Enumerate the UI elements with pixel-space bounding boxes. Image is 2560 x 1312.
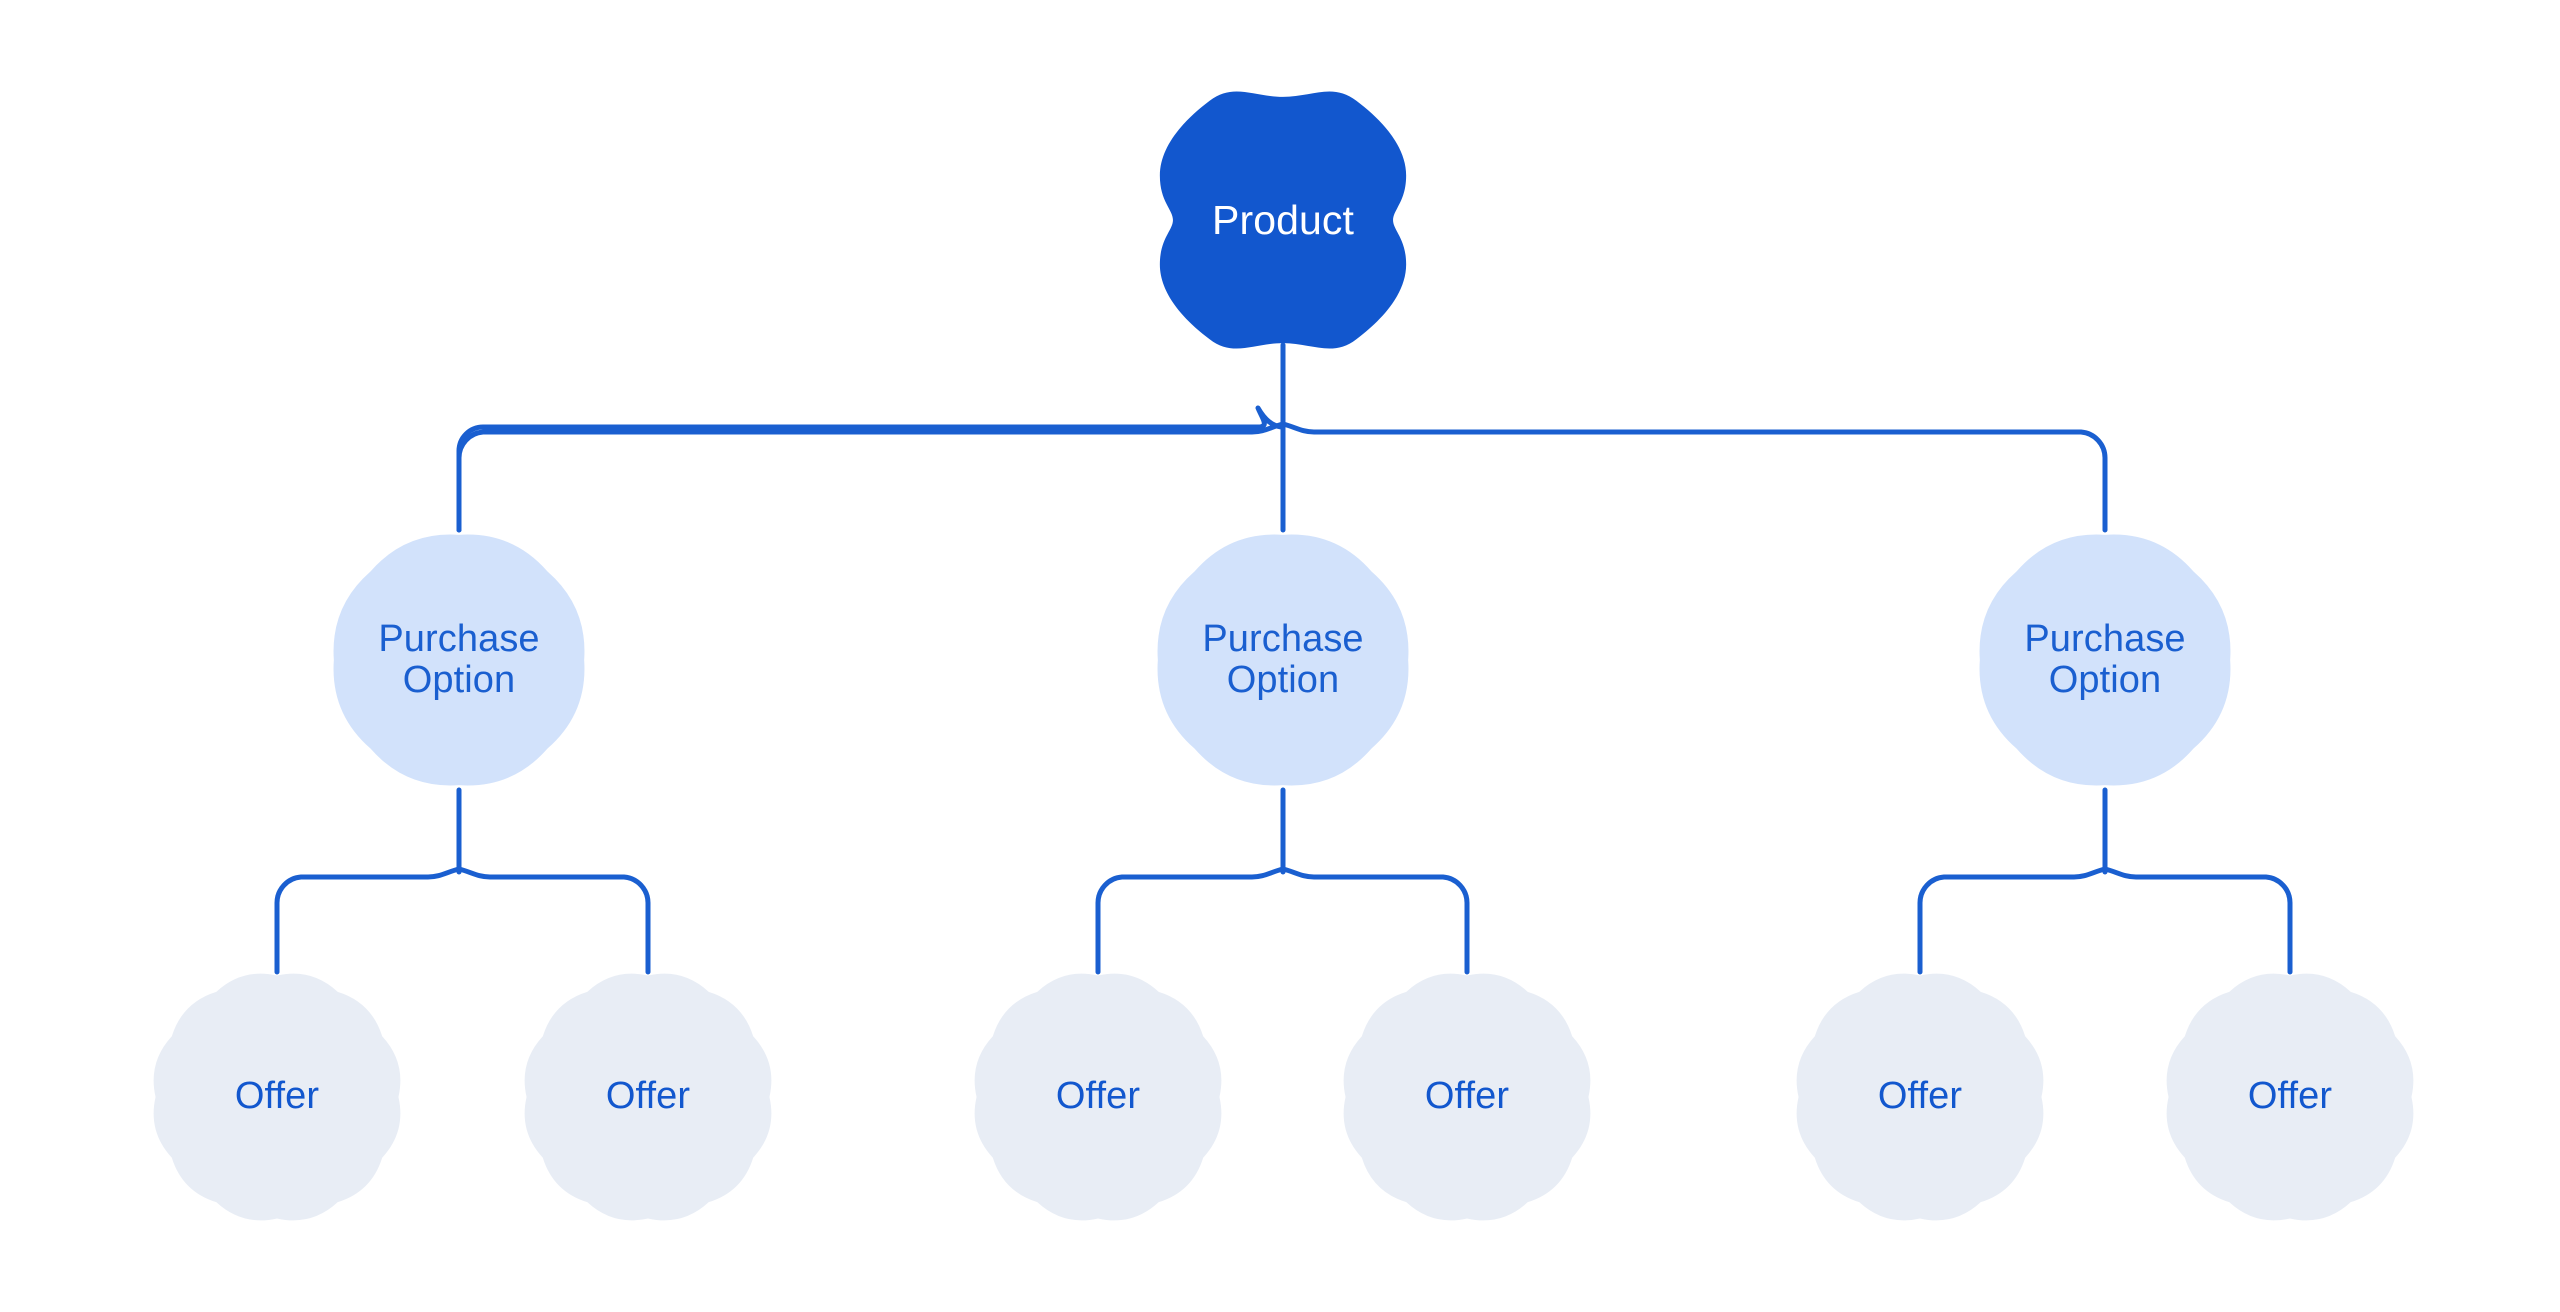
node-product[interactable]: Product — [1152, 89, 1414, 351]
node-offer-3-label: Offer — [1055, 1075, 1141, 1118]
purchase-option-flower-shape — [333, 534, 585, 786]
offer-scallop-shape — [1796, 973, 2044, 1221]
node-offer-1[interactable]: Offer — [139, 959, 415, 1235]
node-offer-2-label: Offer — [605, 1075, 691, 1118]
offer-scallop-shape — [1343, 973, 1591, 1221]
offer-scallop-shape — [153, 973, 401, 1221]
node-offer-1-label: Offer — [234, 1075, 320, 1118]
node-offer-5[interactable]: Offer — [1782, 959, 2058, 1235]
node-purchase-option-1-label: Purchase Option — [378, 617, 540, 701]
offer-scallop-shape — [974, 973, 1222, 1221]
node-purchase-option-2-label: Purchase Option — [1202, 617, 1364, 701]
node-offer-4[interactable]: Offer — [1329, 959, 1605, 1235]
node-offer-3[interactable]: Offer — [960, 959, 1236, 1235]
purchase-option-flower-shape — [1979, 534, 2231, 786]
node-offer-5-label: Offer — [1877, 1075, 1963, 1118]
node-purchase-option-1[interactable]: Purchase Option — [310, 511, 608, 809]
offer-scallop-shape — [2166, 973, 2414, 1221]
product-blob-shape — [1159, 91, 1407, 349]
node-purchase-option-2[interactable]: Purchase Option — [1134, 511, 1432, 809]
offer-scallop-shape — [524, 973, 772, 1221]
node-offer-2[interactable]: Offer — [510, 959, 786, 1235]
node-offer-6[interactable]: Offer — [2152, 959, 2428, 1235]
node-offer-6-label: Offer — [2247, 1075, 2333, 1118]
purchase-option-flower-shape — [1157, 534, 1409, 786]
node-product-label: Product — [1212, 196, 1354, 243]
node-purchase-option-3[interactable]: Purchase Option — [1956, 511, 2254, 809]
node-purchase-option-3-label: Purchase Option — [2024, 617, 2186, 701]
node-offer-4-label: Offer — [1424, 1075, 1510, 1118]
